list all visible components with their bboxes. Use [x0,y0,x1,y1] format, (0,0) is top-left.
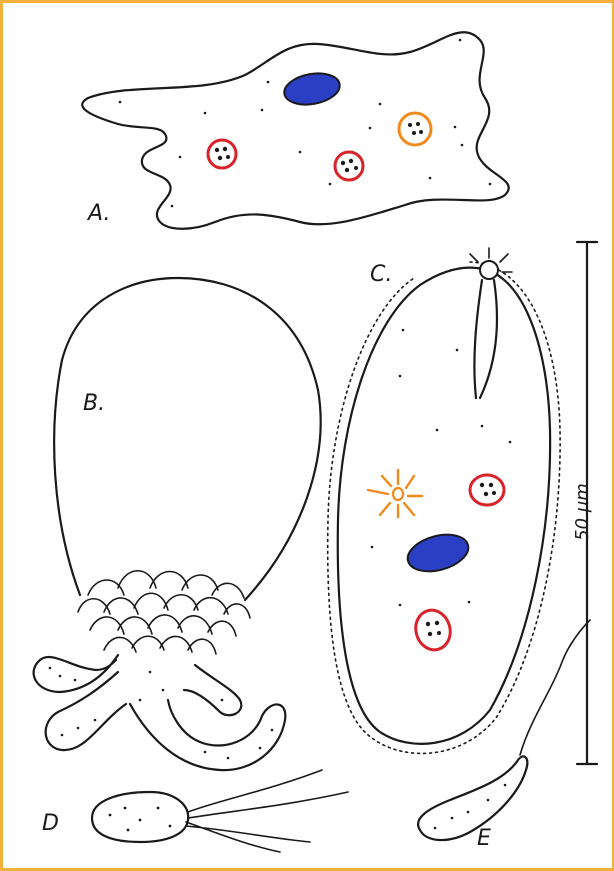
organism-c-ciliate [328,248,560,753]
organism-d-flagella [186,770,348,852]
organism-b-arms [34,655,286,770]
organism-a-amoeba [82,32,509,229]
scale-bar: 50 µm [572,242,597,764]
organism-d-body [92,792,188,842]
ciliate-food-vacuole-1 [470,475,504,505]
organism-d-flagellate [92,770,348,852]
ciliate-outline [338,268,550,744]
ciliate-orange-body [368,470,422,517]
organism-b-flask [34,278,321,770]
ciliate-contractile-vacuole [480,261,498,279]
scale-bar-label: 50 µm [572,483,593,541]
amoeba-nucleus [282,69,342,108]
label-a: A. [86,201,110,226]
label-d: D [42,811,59,836]
organism-b-outline [54,278,320,600]
amoeba-food-vacuole-3 [399,113,431,145]
label-b: B. [83,391,105,416]
label-c: C. [370,262,392,287]
ciliate-macronucleus [404,529,473,578]
ciliate-oral-groove [474,280,497,398]
ciliate-cilia [328,262,560,753]
ciliate-food-vacuole-2 [411,606,454,653]
amoeba-outline [82,32,509,229]
organism-b-scales [78,571,250,654]
amoeba-food-vacuole-2 [335,152,363,180]
organism-e-cell [418,620,590,840]
amoeba-food-vacuole-1 [208,140,236,168]
label-e: E [477,826,491,851]
